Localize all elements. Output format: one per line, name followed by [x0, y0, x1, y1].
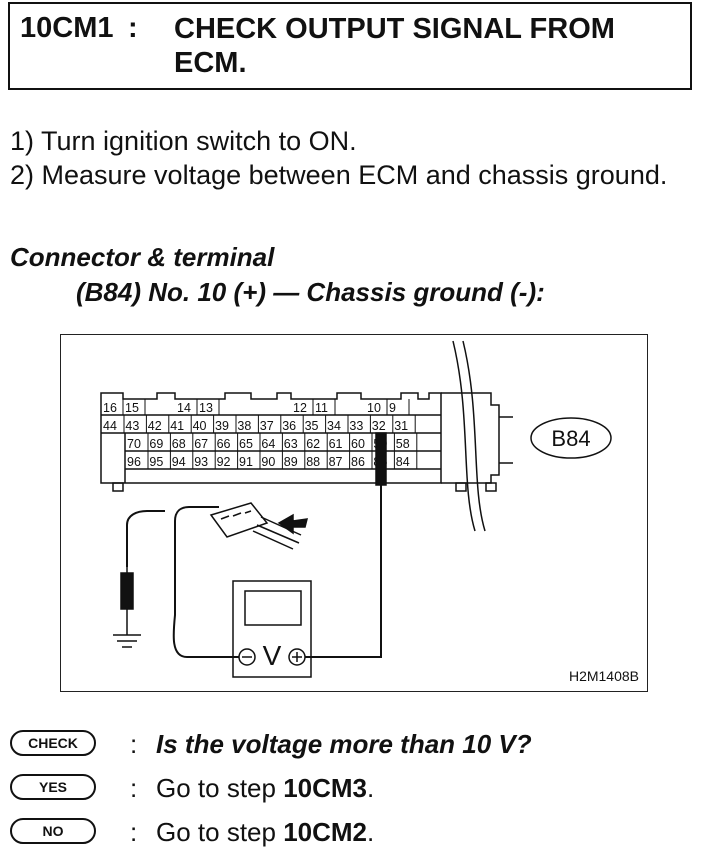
pin-label: 60	[351, 437, 365, 451]
pin-label: 93	[194, 455, 208, 469]
pin-label: 16	[103, 401, 117, 415]
pin-label: 67	[194, 437, 208, 451]
yes-badge: YES	[10, 774, 96, 800]
pin-label: 63	[284, 437, 298, 451]
harness-plug-icon	[209, 502, 308, 550]
pin-label: 90	[261, 455, 275, 469]
pin-label: 11	[315, 401, 328, 415]
pin-label: 12	[293, 401, 307, 415]
pin-label: 39	[215, 419, 229, 433]
pin-label: 96	[127, 455, 141, 469]
test-probe	[375, 432, 387, 486]
step-title: CHECK OUTPUT SIGNAL FROM ECM.	[174, 13, 615, 79]
pin-label: 13	[199, 401, 213, 415]
pin-label: 35	[305, 419, 319, 433]
no-step-link[interactable]: 10CM2	[283, 817, 368, 847]
pin-label: 62	[306, 437, 320, 451]
no-colon: :	[130, 817, 138, 847]
pin-label: 69	[149, 437, 163, 451]
yes-colon: :	[130, 773, 138, 803]
check-row: CHECK : Is the voltage more than 10 V?	[10, 726, 700, 762]
voltmeter-body	[232, 580, 312, 678]
pin-label: 32	[372, 419, 386, 433]
pin-label: 34	[327, 419, 341, 433]
pin-label: 37	[260, 419, 274, 433]
pin-label: 44	[103, 419, 117, 433]
pin-label: 65	[239, 437, 253, 451]
pin-label: 64	[261, 437, 275, 451]
wiring-diagram: 16 15 14 13 12 11 10 9 44 43 42 41 40 39 38 37 36 35 34 33 3…	[60, 334, 648, 692]
connector-housing	[100, 392, 442, 484]
pin-label: 61	[329, 437, 343, 451]
figure-id: H2M1408B	[569, 668, 639, 684]
yes-prefix: Go to step	[156, 773, 284, 803]
yes-suffix: .	[367, 773, 375, 803]
no-instruction: Go to step 10CM2.	[156, 814, 374, 850]
pin-label: 40	[193, 419, 207, 433]
pin-label: 84	[396, 455, 410, 469]
step-code: 10CM1	[20, 12, 114, 44]
pin-label: 91	[239, 455, 253, 469]
cell-grid	[122, 399, 418, 469]
pin-label: 92	[217, 455, 231, 469]
no-suffix: .	[367, 817, 375, 847]
connector-break	[441, 340, 513, 532]
voltmeter-symbol: V	[263, 640, 282, 671]
pin-label: 38	[237, 419, 251, 433]
pin-label: 41	[170, 419, 184, 433]
check-question: Is the voltage more than 10 V?	[156, 729, 532, 759]
connector-label-ellipse	[530, 417, 612, 459]
ground-probe	[120, 572, 134, 635]
no-prefix: Go to step	[156, 817, 284, 847]
pin-label: 14	[177, 401, 191, 415]
test-leads	[126, 485, 382, 658]
pin-label: 31	[394, 419, 408, 433]
pin-label: 87	[329, 455, 343, 469]
yes-step-link[interactable]: 10CM3	[283, 773, 368, 803]
step-colon: :	[128, 12, 138, 44]
diagram-svg: 16 15 14 13 12 11 10 9 44 43 42 41 40 39 38 37 36 35 34 33 3…	[100, 340, 639, 684]
pin-label: 86	[351, 455, 365, 469]
pin-label: 36	[282, 419, 296, 433]
pin-label: 66	[217, 437, 231, 451]
pin-label: 10	[367, 401, 381, 415]
pin-label: 9	[389, 401, 396, 415]
instruction-2: 2) Measure voltage between ECM and chass…	[10, 160, 668, 190]
pin-label: 58	[396, 437, 410, 451]
voltmeter-display	[244, 590, 302, 626]
pin-label: 94	[172, 455, 186, 469]
no-row: NO : Go to step 10CM2.	[10, 814, 700, 850]
connector-label: B84	[551, 426, 590, 451]
pin-labels: 16 15 14 13 12 11 10 9 44 43 42 41 40 39 38 37 36 35 34 33 3…	[103, 401, 410, 469]
chassis-ground-icon	[113, 567, 141, 648]
instruction-1: 1) Turn ignition switch to ON.	[10, 126, 357, 156]
pin-label: 15	[125, 401, 139, 415]
no-badge: NO	[10, 818, 96, 844]
yes-row: YES : Go to step 10CM3.	[10, 770, 700, 806]
pin-label: 33	[349, 419, 363, 433]
pin-label: 88	[306, 455, 320, 469]
ecm-connector	[100, 392, 497, 492]
pin-label: 89	[284, 455, 298, 469]
check-badge: CHECK	[10, 730, 96, 756]
step-header: 10CM1 : CHECK OUTPUT SIGNAL FROM ECM.	[8, 2, 692, 90]
pin-label: 70	[127, 437, 141, 451]
connector-heading: Connector & terminal	[10, 242, 275, 272]
pin-label: 95	[149, 455, 163, 469]
check-colon: :	[130, 729, 138, 759]
yes-instruction: Go to step 10CM3.	[156, 770, 374, 806]
connector-detail: (B84) No. 10 (+) — Chassis ground (-):	[76, 277, 545, 307]
pin-label: 68	[172, 437, 186, 451]
pin-label: 42	[148, 419, 162, 433]
pin-label: 43	[125, 419, 139, 433]
